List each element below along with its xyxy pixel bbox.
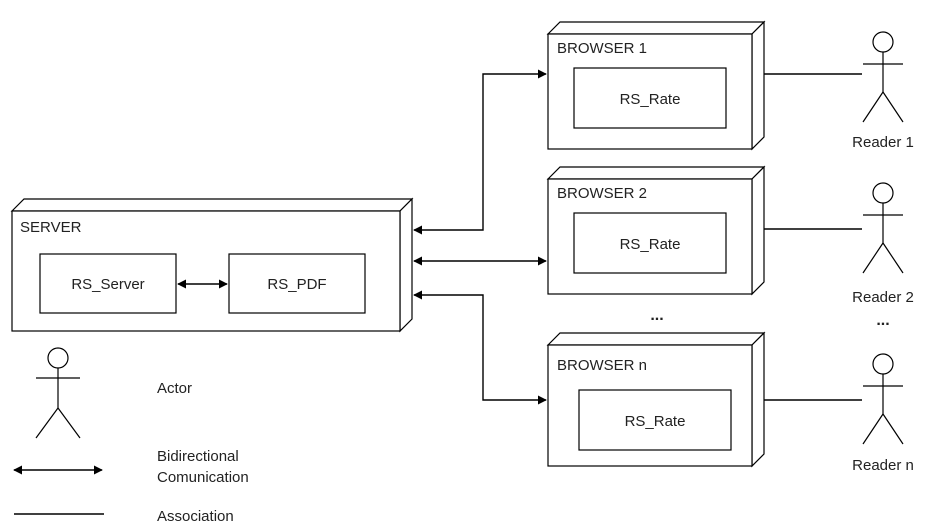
rs-pdf-component: RS_PDF — [228, 253, 366, 314]
browser-n-component: RS_Rate — [625, 413, 686, 430]
legend-actor-label: Actor — [157, 380, 192, 397]
legend-bidirectional-label-line1: Bidirectional — [157, 448, 239, 465]
reader-n-actor-icon — [862, 353, 904, 445]
reader-2-actor-icon — [862, 182, 904, 274]
reader-2-label: Reader 2 — [852, 289, 914, 306]
browser-1-title: BROWSER 1 — [557, 40, 647, 57]
server-title: SERVER — [20, 219, 82, 236]
legend-actor-icon — [35, 347, 81, 439]
rs-server-component: RS_Server — [39, 253, 177, 314]
reader-1-label: Reader 1 — [852, 134, 914, 151]
browser-2-title: BROWSER 2 — [557, 185, 647, 202]
reader-ellipsis: ... — [876, 312, 889, 329]
server-browser-1-arrow — [413, 69, 547, 235]
browser-2-node: BROWSER 2 RS_Rate — [546, 165, 766, 296]
browser-2-component: RS_Rate — [620, 236, 681, 253]
reader-n-label: Reader n — [852, 457, 914, 474]
rs-pdf-label: RS_PDF — [267, 276, 326, 293]
browser-1-component: RS_Rate — [620, 91, 681, 108]
reader-1-actor-icon — [862, 31, 904, 123]
legend-bidirectional-label-line2: Comunication — [157, 469, 249, 486]
browser-1-node: BROWSER 1 RS_Rate — [546, 20, 766, 151]
browser-n-title: BROWSER n — [557, 357, 647, 374]
browser-n-node: BROWSER n RS_Rate — [546, 331, 766, 468]
legend-association-label: Association — [157, 508, 234, 525]
browser-ellipsis: ... — [650, 307, 663, 324]
server-browser-n-arrow — [413, 290, 547, 405]
rs-server-label: RS_Server — [71, 276, 144, 293]
